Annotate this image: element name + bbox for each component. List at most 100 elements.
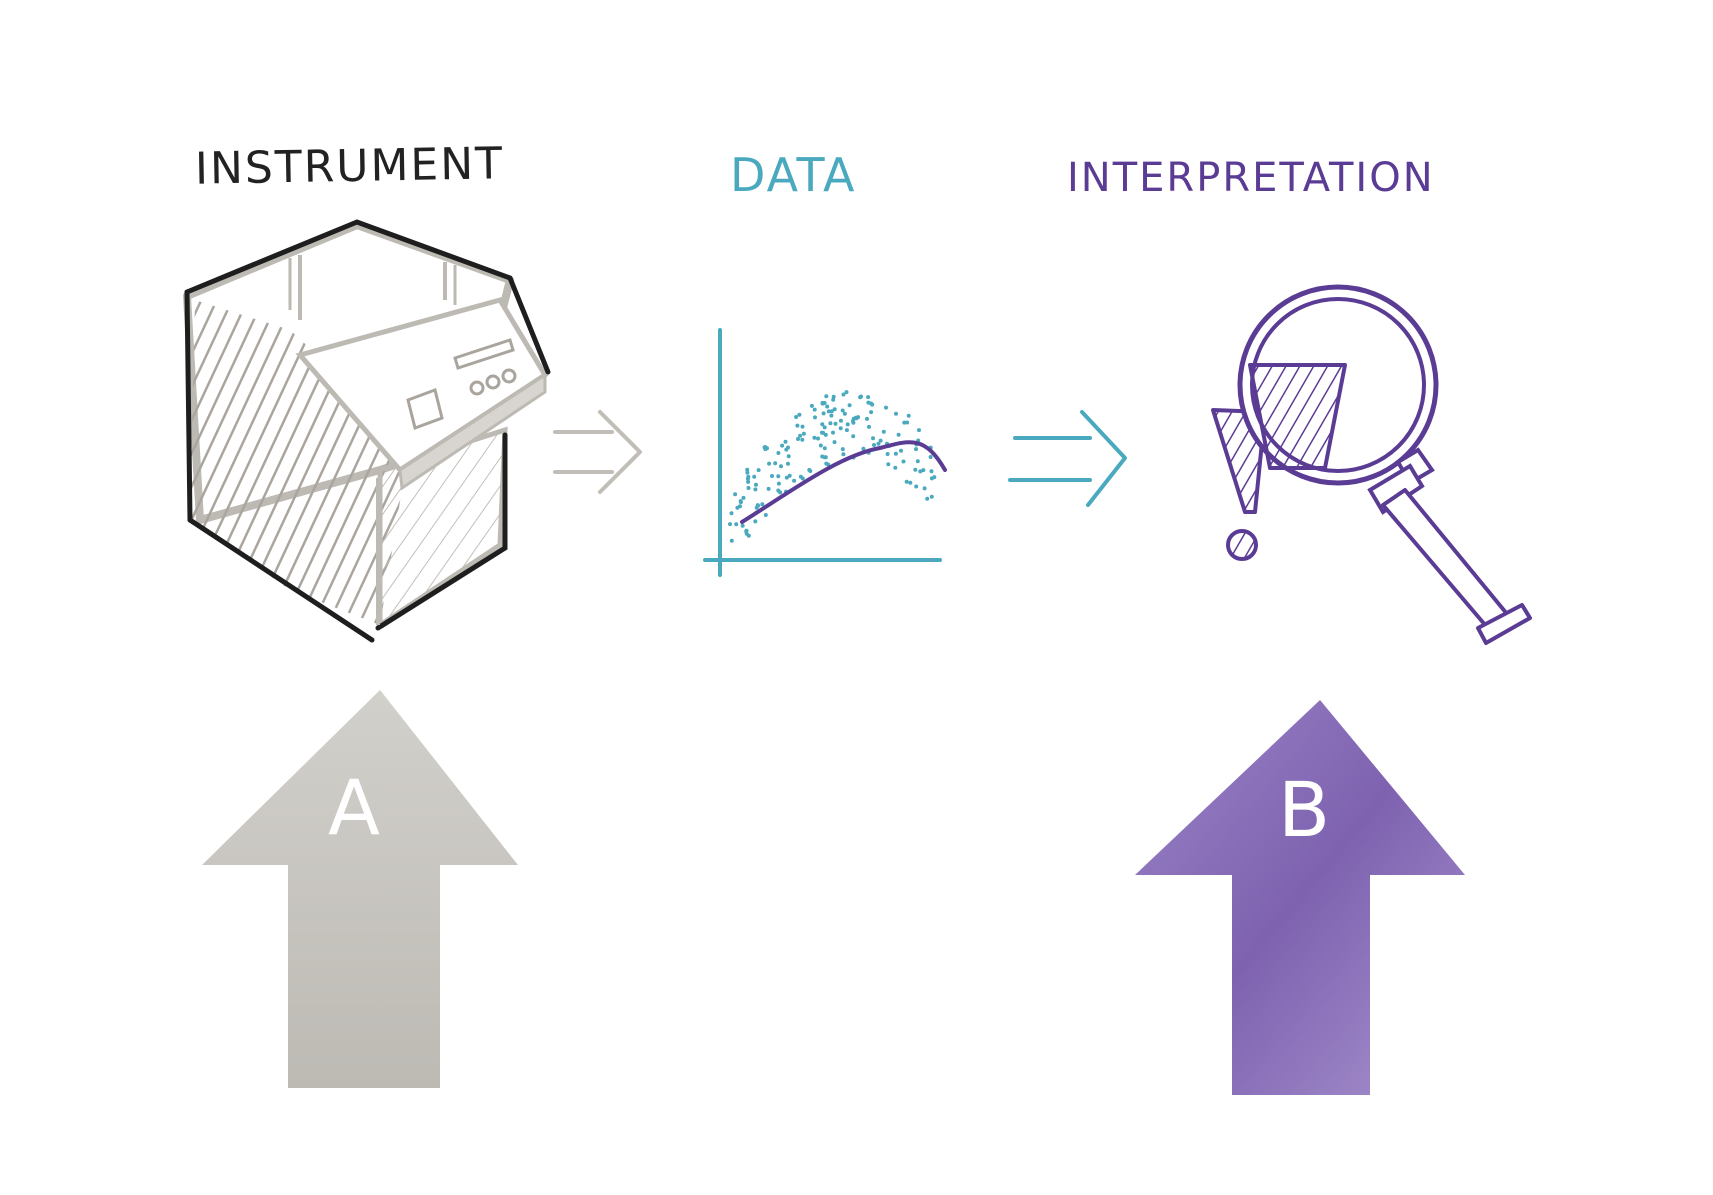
- scatter-point: [800, 424, 805, 429]
- scatter-point: [735, 505, 740, 510]
- scatter-point: [733, 492, 738, 497]
- scatter-point: [922, 486, 927, 491]
- scatter-point: [728, 522, 732, 527]
- scatter-point: [872, 443, 876, 447]
- scatter-point: [820, 430, 824, 435]
- scatter-point: [929, 494, 934, 499]
- scatter-point: [905, 420, 910, 425]
- scatter-point: [767, 461, 772, 466]
- scatter-point: [915, 459, 920, 464]
- scatter-point: [786, 461, 790, 466]
- scatter-point: [752, 474, 757, 479]
- scatter-point: [786, 445, 790, 450]
- scatter-point: [866, 400, 871, 405]
- scatter-point: [870, 402, 875, 407]
- scatter-point: [729, 511, 734, 516]
- scatter-point: [776, 488, 781, 493]
- scatter-point: [831, 394, 836, 399]
- scatter-point: [838, 418, 843, 423]
- scatter-point: [884, 405, 888, 410]
- scatter-point: [783, 439, 788, 444]
- scatter-point: [913, 467, 918, 472]
- scatter-point: [899, 448, 903, 453]
- scatter-point: [928, 455, 933, 459]
- scatter-point: [908, 480, 913, 485]
- heading-data: DATA: [730, 148, 857, 202]
- right-arrow-icon: [1008, 410, 1127, 507]
- scatter-point: [901, 459, 906, 464]
- scatter-point: [780, 443, 785, 448]
- instrument-box-icon: [183, 219, 551, 643]
- up-arrow-icon: [202, 690, 518, 1088]
- scatter-point: [826, 409, 831, 414]
- scatter-point: [833, 421, 838, 426]
- scatter-point: [886, 462, 891, 467]
- scatter-point: [746, 474, 751, 479]
- scatter-point: [818, 443, 823, 448]
- scatter-point: [902, 420, 907, 425]
- scatter-point: [809, 403, 814, 408]
- scatter-point: [896, 432, 901, 437]
- scatter-point: [845, 422, 850, 427]
- scatter-point: [800, 437, 805, 442]
- scatter-point: [779, 464, 783, 469]
- scatter-point: [866, 395, 871, 400]
- scatter-point: [822, 425, 827, 430]
- arrow-b-label: B: [1278, 765, 1331, 854]
- scatter-point: [841, 452, 846, 457]
- scatter-point: [831, 397, 836, 402]
- heading-instrument: INSTRUMENT: [194, 138, 505, 195]
- scatter-point: [784, 475, 789, 480]
- scatter-point: [738, 499, 743, 504]
- scatter-point: [841, 392, 846, 397]
- scatter-point: [840, 447, 845, 452]
- scatter-point: [763, 445, 768, 449]
- scatter-point: [766, 486, 771, 491]
- scatter-point: [906, 413, 911, 418]
- scatter-point: [823, 432, 828, 437]
- scatter-point: [842, 411, 847, 416]
- scatter-point: [914, 484, 919, 489]
- scatter-point: [746, 479, 751, 484]
- scatter-point: [816, 436, 820, 441]
- scatter-point: [838, 426, 843, 431]
- scatter-point: [792, 478, 797, 483]
- scatter-point: [881, 429, 886, 434]
- scatter-point: [746, 486, 751, 490]
- up-arrow-icon: [1135, 700, 1465, 1095]
- scatter-point: [832, 407, 837, 412]
- scatter-point: [858, 395, 863, 400]
- scatter-point: [787, 473, 792, 478]
- scatter-point: [865, 416, 869, 421]
- scatter-point: [829, 409, 834, 414]
- scatter-point: [831, 430, 835, 435]
- scatter-point: [760, 502, 765, 507]
- scatter-point: [807, 468, 812, 472]
- scatter-point: [869, 410, 874, 415]
- scatter-point: [801, 431, 806, 436]
- scatter-point: [794, 415, 799, 419]
- scatter-point: [840, 408, 845, 413]
- scatter-point: [893, 465, 898, 470]
- scatter-point: [894, 411, 898, 416]
- magnifier-icon: [1237, 284, 1532, 645]
- scatter-point: [876, 441, 881, 446]
- scatter-point: [729, 538, 734, 543]
- scatter-point: [745, 467, 750, 472]
- scatter-point: [741, 495, 746, 500]
- right-arrow-icon: [553, 410, 642, 494]
- scatter-point: [847, 403, 852, 408]
- scatter-point: [929, 476, 934, 481]
- scatter-point: [893, 451, 898, 456]
- scatter-point: [878, 438, 883, 443]
- scatter-point: [851, 420, 856, 425]
- scatter-point: [885, 452, 890, 456]
- scatter-point: [829, 413, 834, 418]
- scatter-point: [800, 476, 805, 481]
- scatter-point: [844, 390, 849, 395]
- scatter-point: [753, 519, 758, 524]
- scatter-point: [822, 446, 827, 451]
- scatter-point: [821, 411, 826, 416]
